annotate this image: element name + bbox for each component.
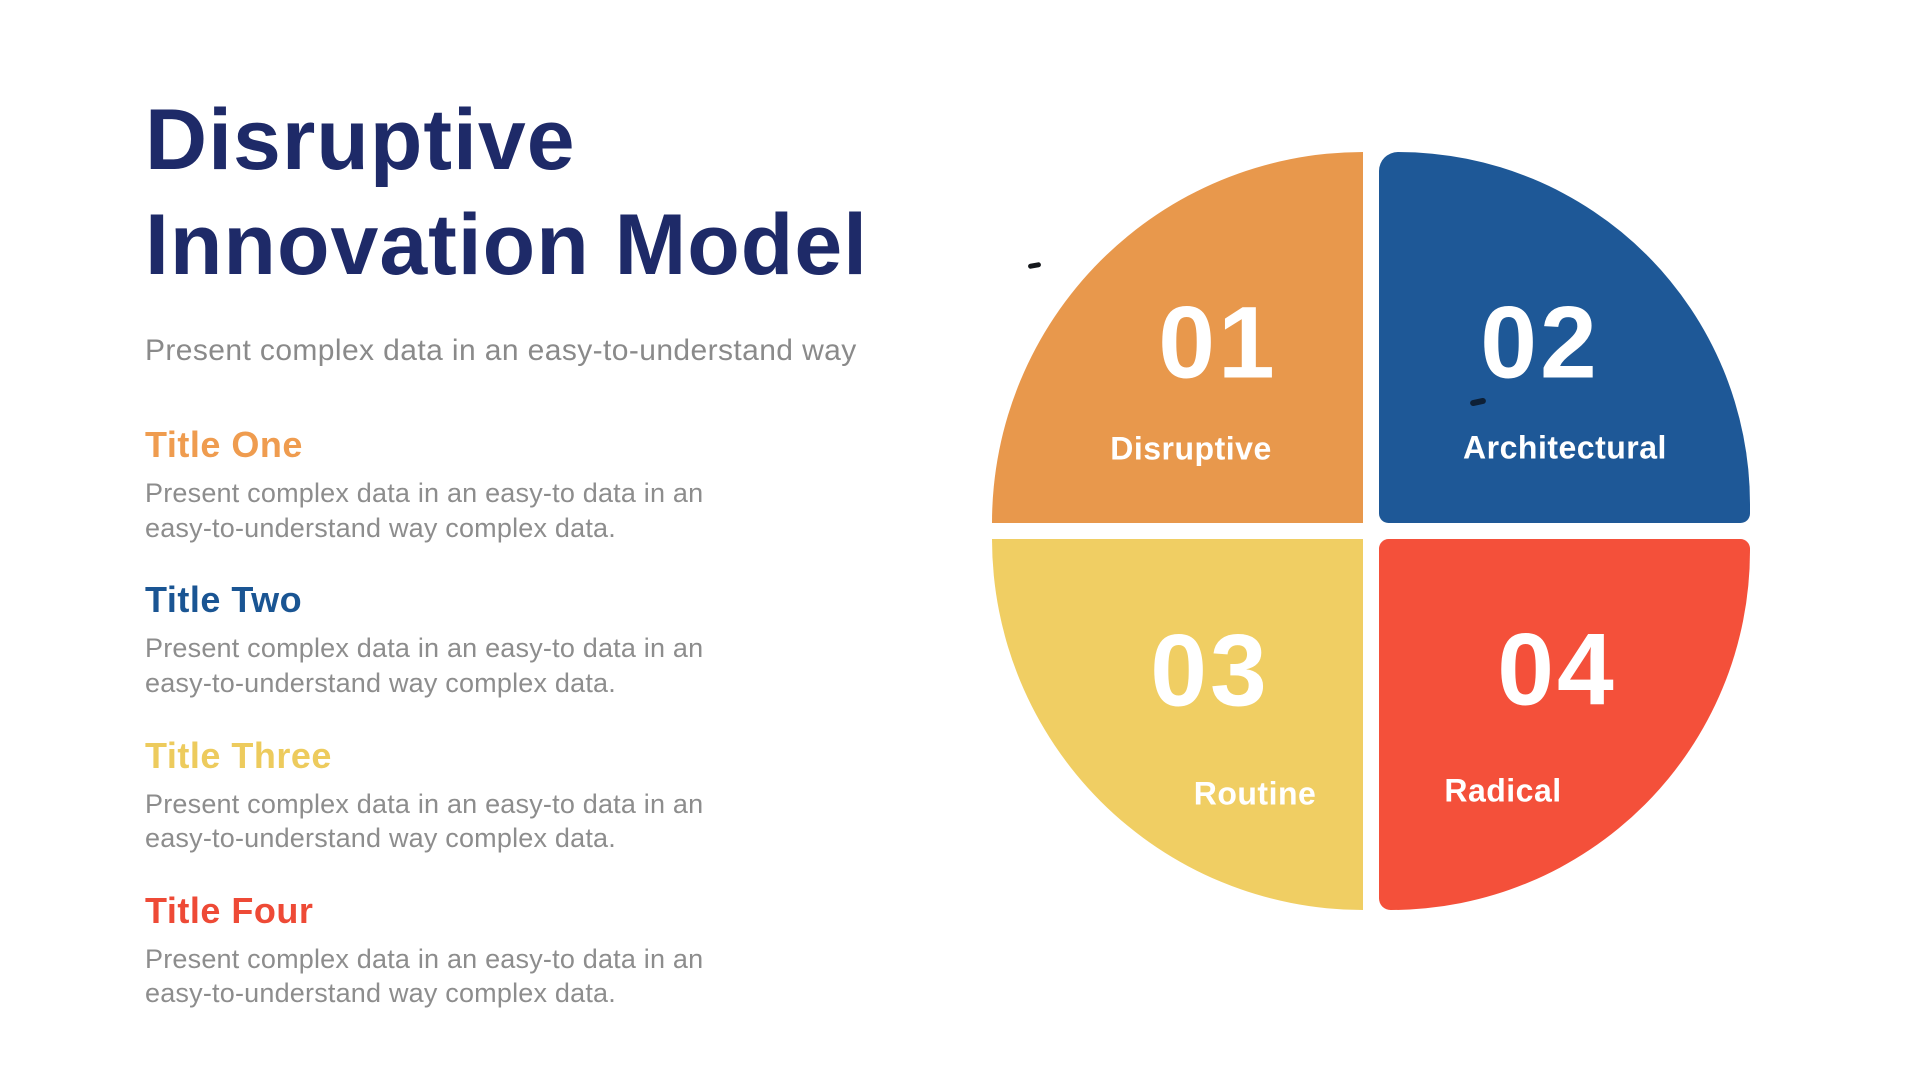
section-four-heading: Title Four: [145, 889, 314, 931]
section-four: Title Four Present complex data in an ea…: [145, 890, 705, 1011]
section-two-body: Present complex data in an easy-to data …: [145, 633, 704, 698]
quadrant-label: Disruptive: [1110, 430, 1272, 467]
section-one: Title One Present complex data in an eas…: [145, 424, 705, 545]
quadrant-number: 03: [1150, 613, 1270, 728]
quadrant-label: Routine: [1193, 775, 1317, 812]
slide-subtitle: Present complex data in an easy-to-under…: [145, 333, 857, 367]
section-three-heading: Title Three: [145, 734, 332, 776]
quadrant-routine: 03 Routine: [992, 539, 1363, 910]
quadrant-label: Radical: [1444, 772, 1562, 809]
section-two: Title Two Present complex data in an eas…: [145, 579, 705, 700]
section-three: Title Three Present complex data in an e…: [145, 735, 705, 856]
quadrant-number: 04: [1497, 612, 1617, 727]
quadrant-radical: 04 Radical: [1379, 539, 1750, 910]
section-one-body: Present complex data in an easy-to data …: [145, 478, 704, 543]
page-title: Disruptive Innovation Model: [145, 92, 869, 293]
section-three-body: Present complex data in an easy-to data …: [145, 788, 704, 854]
quadrant-label: Architectural: [1463, 429, 1667, 466]
section-one-heading: Title One: [145, 424, 303, 466]
quadrant-number: 02: [1480, 285, 1600, 400]
quadrant-diagram: 01 Disruptive 02 Architectural 03 Routin…: [992, 152, 1750, 910]
quadrant-disruptive: 01 Disruptive: [992, 152, 1363, 523]
quadrant-number: 01: [1158, 285, 1278, 400]
section-two-heading: Title Two: [145, 579, 303, 621]
section-four-body: Present complex data in an easy-to data …: [145, 943, 704, 1009]
content-column: Disruptive Innovation Model Present comp…: [145, 88, 965, 1011]
quadrant-architectural: 02 Architectural: [1379, 152, 1750, 523]
